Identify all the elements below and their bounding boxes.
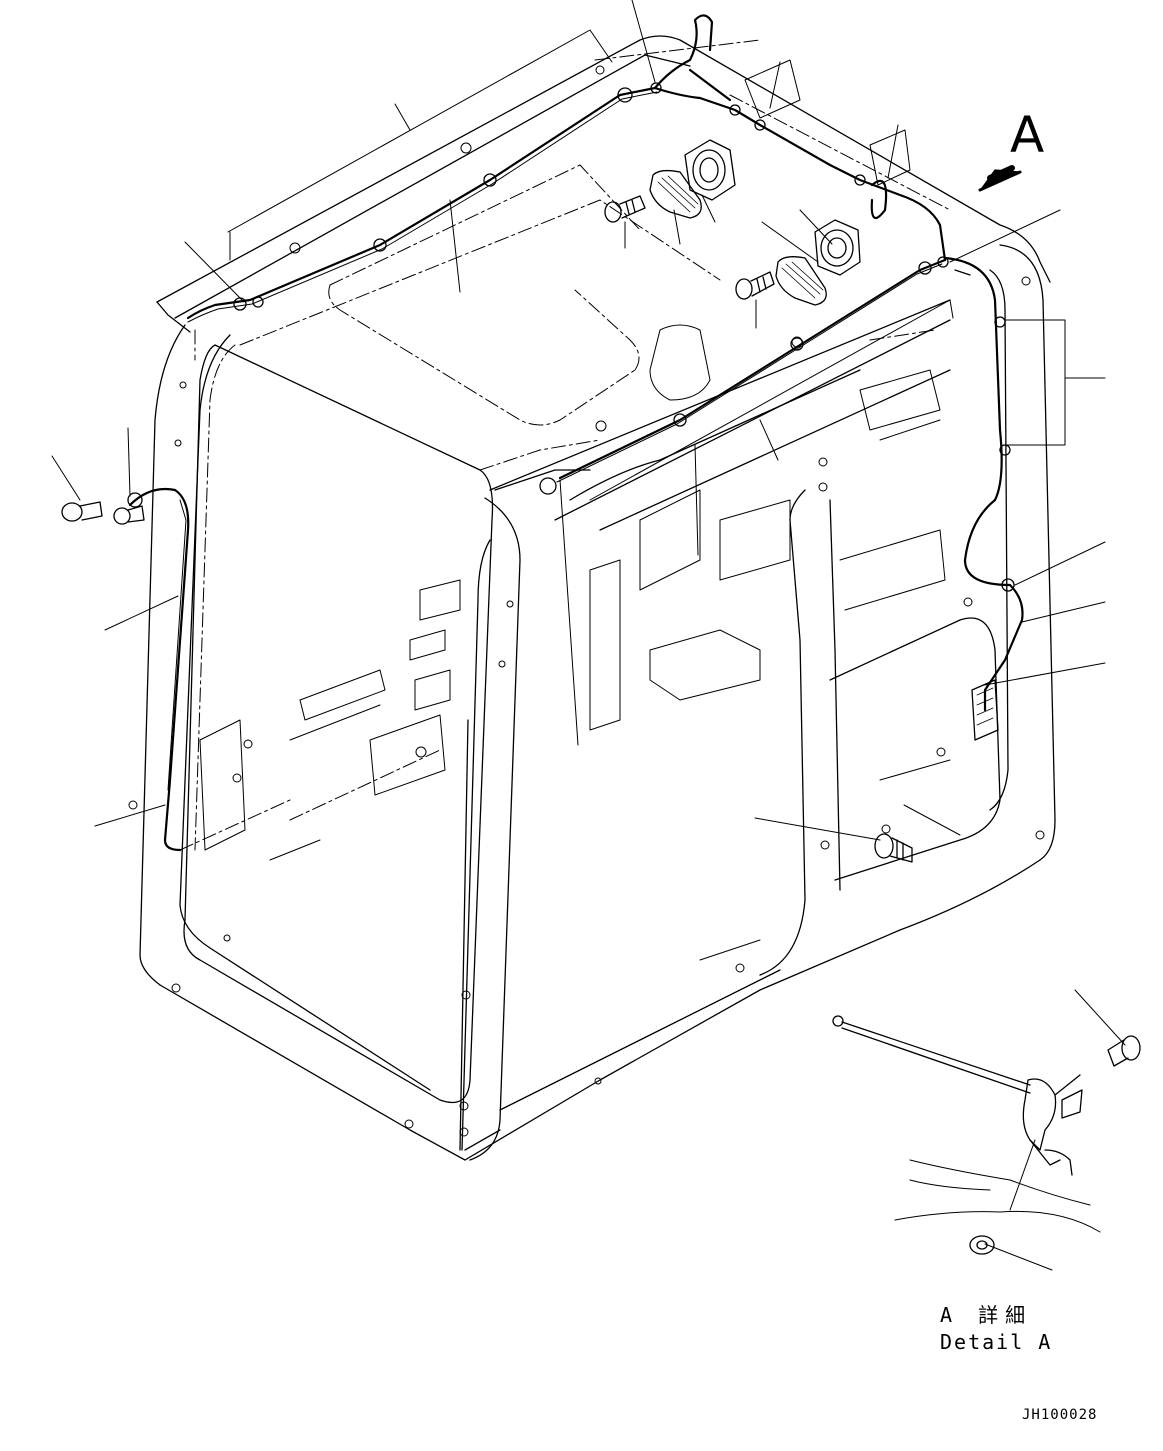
bolt-icon bbox=[735, 271, 775, 300]
interior-panels bbox=[199, 324, 951, 961]
leader-lines bbox=[51, 0, 1126, 1271]
bolt-icon bbox=[874, 833, 913, 863]
connector-icon bbox=[971, 679, 999, 741]
detail-surface bbox=[894, 1159, 1101, 1233]
cab-frame bbox=[139, 35, 1056, 1161]
detail-label-jp: A 詳細 bbox=[940, 1303, 1033, 1327]
antenna-icon bbox=[832, 1015, 1083, 1176]
harness-tags bbox=[227, 29, 1066, 501]
bolt-icon bbox=[61, 501, 103, 522]
speaker-icon bbox=[684, 139, 736, 201]
view-arrow-icon bbox=[978, 165, 1022, 192]
speaker-grille-icon bbox=[775, 256, 827, 306]
hidden-lines bbox=[179, 39, 951, 851]
bolt-icon bbox=[1107, 1035, 1141, 1067]
frame-holes bbox=[128, 65, 1045, 1137]
wiring-harness bbox=[128, 14, 1024, 852]
harness-clamps bbox=[127, 82, 1015, 592]
bolt-icon bbox=[113, 505, 145, 525]
bolt-icon bbox=[604, 195, 646, 223]
detail-label-en: Detail A bbox=[940, 1330, 1053, 1354]
washer-icon bbox=[969, 1235, 995, 1255]
speaker-icon bbox=[814, 219, 861, 276]
view-label-a: A bbox=[1010, 106, 1045, 164]
drawing-number: JH100028 bbox=[1022, 1407, 1098, 1423]
speaker-grille-icon bbox=[649, 169, 702, 219]
